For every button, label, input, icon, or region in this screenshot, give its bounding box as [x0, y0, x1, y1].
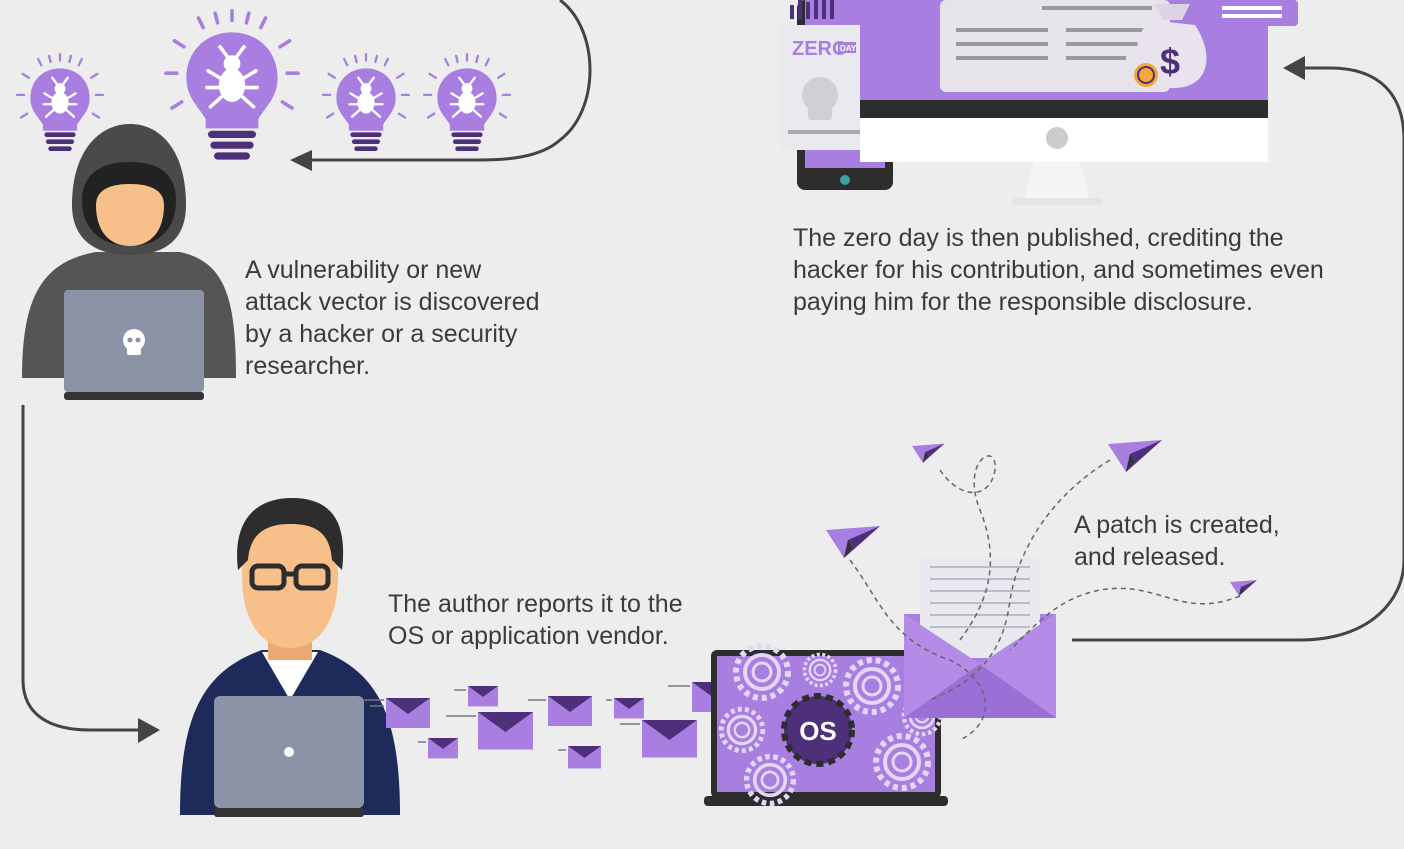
caption-line: paying him for the responsible disclosur…: [793, 288, 1253, 316]
bug-bulb-icon: [164, 8, 300, 162]
zero-day-word: ZERO: [792, 38, 848, 60]
caption-line: OS or application vendor.: [388, 622, 669, 650]
arrow-head-discover: [290, 150, 312, 171]
zero-day-document: ZERO DAY: [780, 25, 870, 150]
arrow-hacker-to-author: [21, 405, 140, 732]
money-bag-icon: $: [1134, 4, 1207, 89]
arrow-patch-to-publish: [1072, 66, 1404, 642]
flight-paths: [849, 455, 1241, 741]
paper-plane-icon: [1108, 440, 1162, 472]
developer-figure: [180, 498, 400, 817]
envelope-icon: [386, 698, 430, 728]
arrow-head-publish: [1283, 56, 1305, 80]
envelope-icon: [614, 698, 644, 719]
glasses-icon: [249, 563, 331, 591]
caption-line: attack vector is discovered: [245, 288, 540, 316]
caption-published: The zero day is then published, creditin…: [793, 224, 1331, 316]
caption-line: hacker for his contribution, and sometim…: [793, 256, 1324, 284]
paper-plane-icon: [1230, 580, 1257, 596]
paper-plane-icon: [912, 443, 945, 463]
monitor: [860, 0, 1268, 205]
os-gear-icon: [781, 693, 855, 767]
bug-bulb-icon: [422, 53, 512, 153]
bug-bulb-icon: [321, 53, 411, 153]
arrow-discover-loop: [312, 0, 592, 162]
dollar-sign: $: [1160, 41, 1180, 82]
caption-line: and released.: [1074, 543, 1226, 571]
arrow-head-author: [138, 718, 160, 743]
os-label: OS: [799, 716, 837, 746]
paper-plane-icon: [826, 526, 880, 558]
zero-day-tag: DAY: [840, 44, 857, 53]
hacker-figure: [22, 124, 236, 400]
os-laptop: OS: [704, 646, 948, 806]
caption-line: by a hacker or a security: [245, 320, 518, 348]
envelope-icon: [548, 696, 592, 726]
skull-icon: [123, 329, 145, 355]
envelope-icon: [478, 712, 533, 750]
caption-line: researcher.: [245, 352, 370, 380]
skull-icon: [802, 77, 838, 120]
bug-bulb-icon: [15, 53, 105, 153]
envelope-icon: [568, 746, 601, 769]
caption-patch: A patch is created, and released.: [1074, 511, 1287, 571]
caption-report: The author reports it to the OS or appli…: [388, 590, 690, 650]
envelope-icon: [468, 686, 498, 707]
envelope-icon: [428, 738, 458, 759]
caption-discover: A vulnerability or new attack vector is …: [245, 256, 547, 380]
caption-line: The author reports it to the: [388, 590, 683, 618]
caption-line: The zero day is then published, creditin…: [793, 224, 1284, 252]
patch-envelope-icon: [904, 558, 1056, 718]
chat-bubble-icon: [1208, 0, 1298, 38]
envelope-icon: [642, 720, 697, 758]
caption-line: A vulnerability or new: [245, 256, 482, 284]
email-envelopes: [364, 682, 736, 769]
caption-line: A patch is created,: [1074, 511, 1280, 539]
